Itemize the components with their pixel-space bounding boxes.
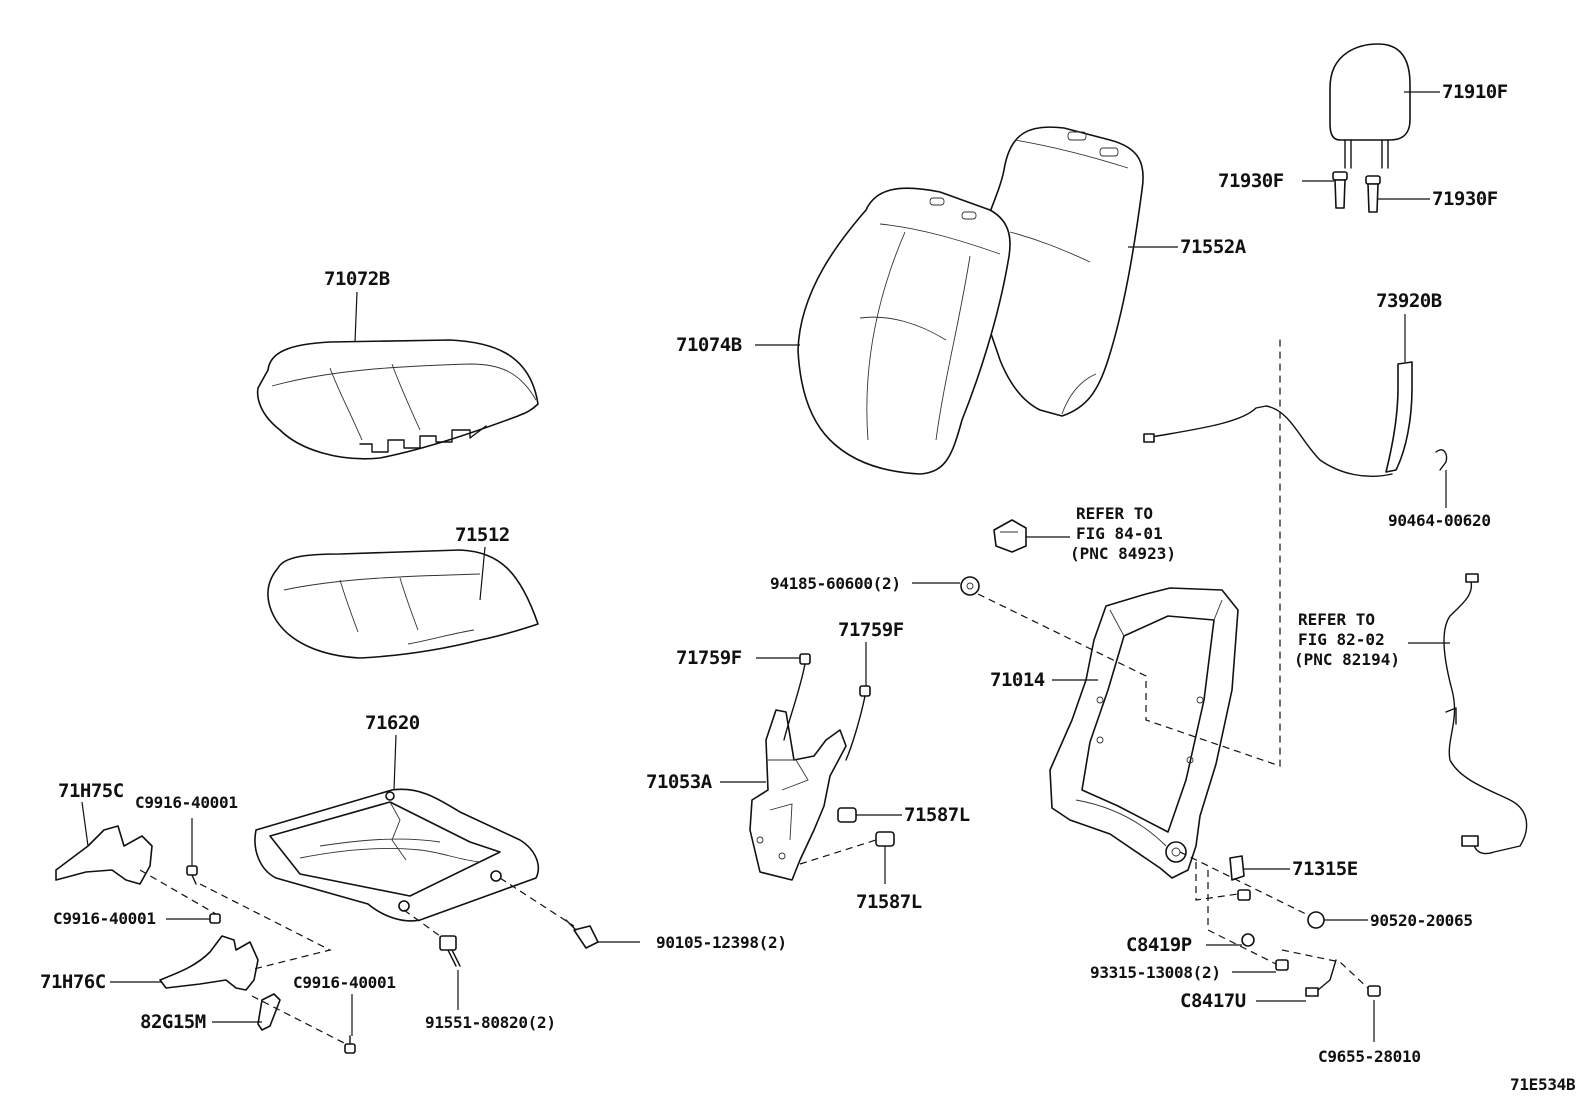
- seatback-cover[interactable]: [974, 126, 1144, 417]
- bolt-C9655[interactable]: [1367, 985, 1381, 997]
- label-90464: 90464-00620: [1388, 511, 1491, 530]
- label-71759F-right: 71759F: [838, 619, 904, 641]
- label-71552A: 71552A: [1180, 236, 1247, 258]
- label-71074B: 71074B: [676, 334, 742, 356]
- label-71587L-top: 71587L: [904, 804, 970, 826]
- label-71587L-bottom: 71587L: [856, 891, 922, 913]
- clip-71587L-top[interactable]: [837, 807, 857, 823]
- label-90520: 90520-20065: [1370, 911, 1473, 930]
- ref1-line3: (PNC 84923): [1070, 544, 1176, 563]
- bolt-90520[interactable]: [1307, 911, 1325, 929]
- bracket-71H75C[interactable]: [55, 825, 153, 885]
- label-71620: 71620: [365, 712, 420, 734]
- bolt-frame[interactable]: [1237, 889, 1251, 901]
- label-71315E: 71315E: [1292, 858, 1358, 880]
- label-C9655: C9655-28010: [1318, 1047, 1421, 1066]
- label-71759F-left: 71759F: [676, 647, 742, 669]
- clip-90464[interactable]: [1435, 449, 1448, 471]
- label-C9916-mid: C9916-40001: [53, 909, 156, 928]
- headrest-support-right[interactable]: [1365, 175, 1381, 213]
- switch-connector[interactable]: [993, 519, 1027, 553]
- label-C9916-top: C9916-40001: [135, 793, 238, 812]
- washer-C8419P[interactable]: [1241, 933, 1255, 947]
- seatback-pad[interactable]: [797, 187, 1011, 475]
- headrest-support-left[interactable]: [1332, 171, 1348, 209]
- spring-71759F-left[interactable]: [783, 653, 811, 741]
- label-71930F-right: 71930F: [1432, 188, 1498, 210]
- sensor-C8417U[interactable]: [1305, 959, 1337, 997]
- spring-71759F-right[interactable]: [845, 685, 871, 761]
- seatback-frame[interactable]: [1049, 587, 1239, 879]
- label-C9916-bottom: C9916-40001: [293, 973, 396, 992]
- clip-82G15M[interactable]: [257, 993, 281, 1031]
- label-71930F-left: 71930F: [1218, 170, 1284, 192]
- label-90105: 90105-12398(2): [656, 933, 787, 952]
- label-93315: 93315-13008(2): [1090, 963, 1221, 982]
- bracket-71053A[interactable]: [749, 709, 847, 881]
- ref2-line3: (PNC 82194): [1294, 650, 1400, 669]
- bracket-71315E[interactable]: [1229, 855, 1245, 881]
- label-71072B: 71072B: [324, 268, 390, 290]
- nut-94185[interactable]: [960, 576, 980, 596]
- bolt-91551[interactable]: [439, 935, 461, 967]
- bolt-93315[interactable]: [1275, 959, 1289, 971]
- screw-C9916-bottom[interactable]: [344, 1035, 356, 1054]
- label-C8417U: C8417U: [1180, 990, 1246, 1012]
- screw-C9916-top[interactable]: [186, 865, 198, 885]
- label-71910F: 71910F: [1442, 81, 1508, 103]
- label-71512: 71512: [455, 524, 510, 546]
- label-71H75C: 71H75C: [58, 780, 124, 802]
- headrest[interactable]: [1329, 43, 1411, 169]
- ref2-line1: REFER TO: [1298, 610, 1375, 629]
- ref1-line1: REFER TO: [1076, 504, 1153, 523]
- sensor-73920B[interactable]: [1143, 361, 1413, 477]
- ref1-line2: FIG 84-01: [1076, 524, 1163, 543]
- label-73920B: 73920B: [1376, 290, 1442, 312]
- label-71053A: 71053A: [646, 771, 713, 793]
- label-71014: 71014: [990, 669, 1045, 691]
- seat-cushion-pad[interactable]: [267, 549, 539, 659]
- ref2-line2: FIG 82-02: [1298, 630, 1385, 649]
- wire-harness[interactable]: [1443, 573, 1528, 855]
- diagram-id: 71E534B: [1510, 1075, 1576, 1094]
- screw-C9916-mid[interactable]: [209, 913, 221, 924]
- bracket-71H76C[interactable]: [159, 935, 259, 991]
- label-91551: 91551-80820(2): [425, 1013, 556, 1032]
- label-71H76C: 71H76C: [40, 971, 106, 993]
- seat-cushion-frame[interactable]: [254, 788, 540, 922]
- seat-cushion-cover[interactable]: [256, 339, 539, 460]
- clip-71587L-bottom[interactable]: [875, 831, 895, 847]
- label-C8419P: C8419P: [1126, 934, 1192, 956]
- label-82G15M: 82G15M: [140, 1011, 206, 1033]
- label-94185: 94185-60600(2): [770, 574, 901, 593]
